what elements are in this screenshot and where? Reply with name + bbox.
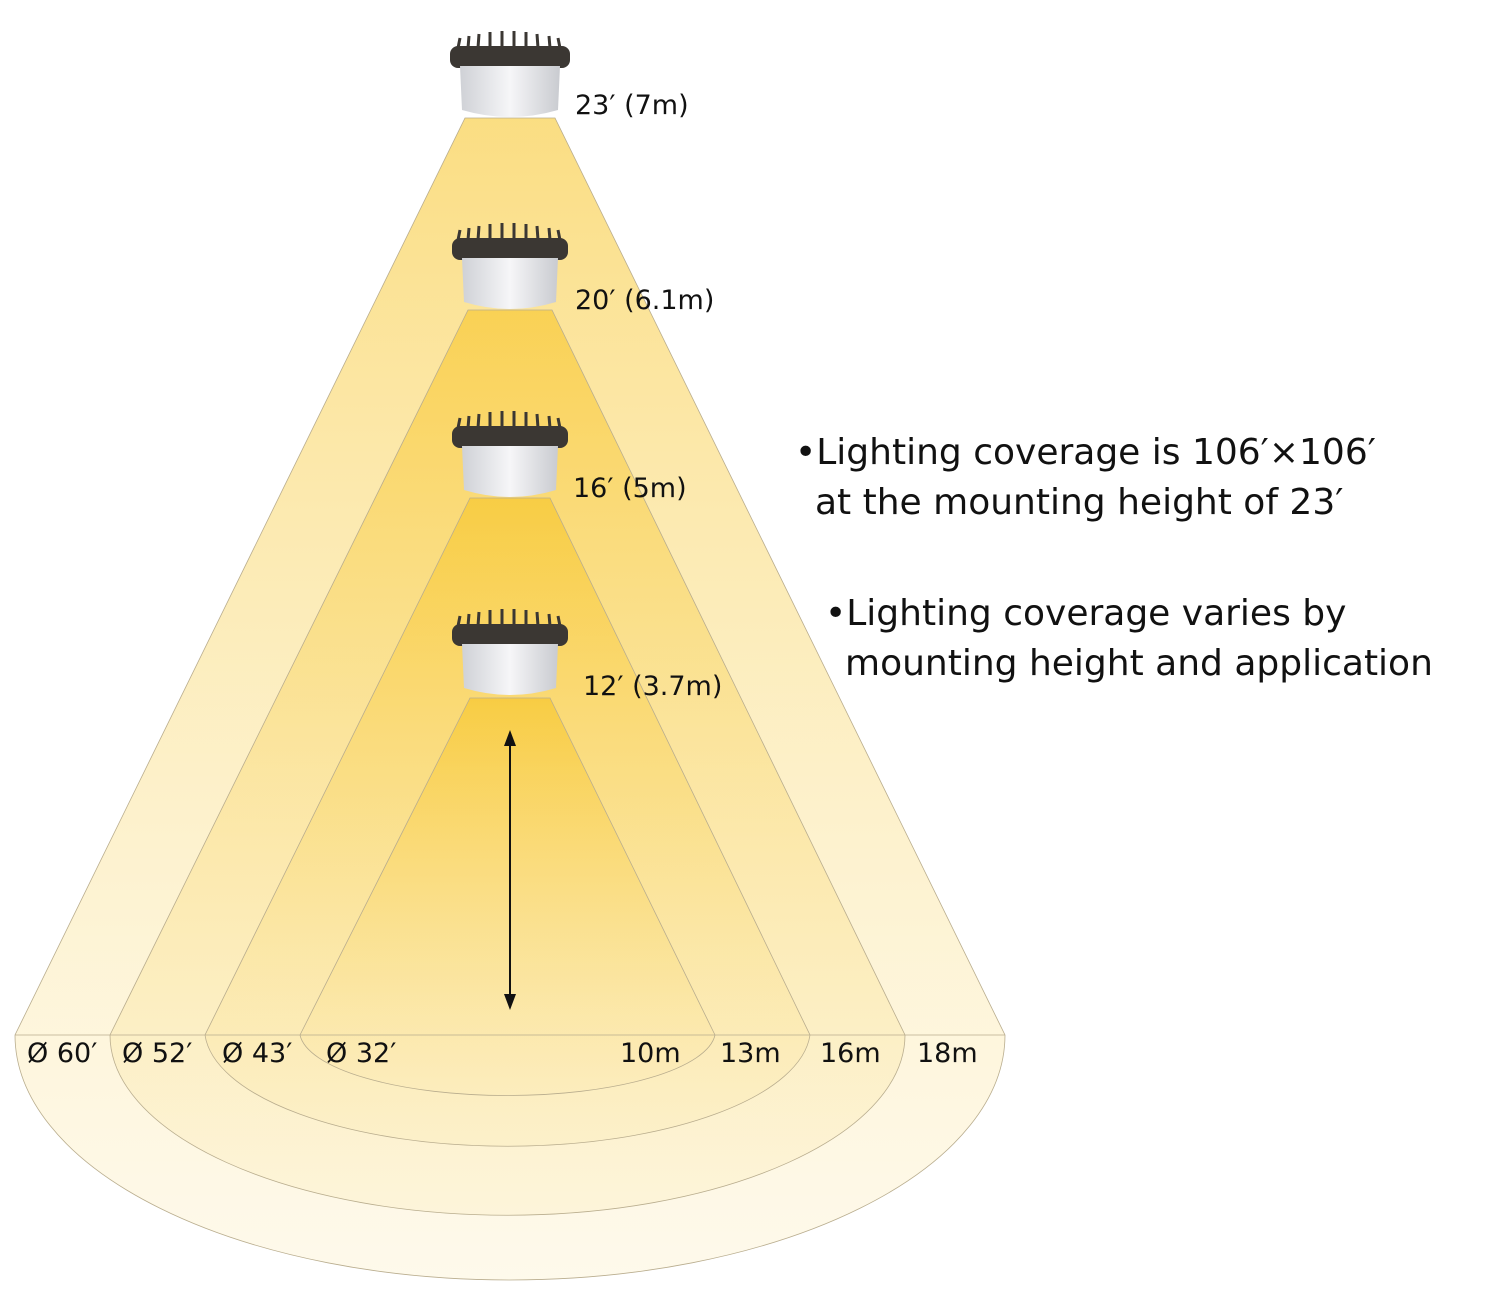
diameter-60ft: Ø 60′ <box>27 1038 98 1069</box>
note-line: Lighting coverage is 106′×106′ <box>816 432 1376 473</box>
note-line: at the mounting height of 23′ <box>815 482 1344 523</box>
diameter-52ft: Ø 52′ <box>122 1038 193 1069</box>
note-coverage: •Lighting coverage is 106′×106′ at the m… <box>795 428 1376 528</box>
diameter-16m: 16m <box>820 1038 881 1069</box>
height-label-20ft: 20′ (6.1m) <box>575 285 715 316</box>
height-label-12ft: 12′ (3.7m) <box>583 671 723 702</box>
diameter-43ft: Ø 43′ <box>222 1038 293 1069</box>
bullet: • <box>825 593 847 634</box>
height-label-16ft: 16′ (5m) <box>573 473 687 504</box>
bullet: • <box>795 432 817 473</box>
beam-12ft <box>299 697 716 1096</box>
lamp-23ft-icon <box>450 31 570 117</box>
note-line: Lighting coverage varies by <box>846 593 1347 634</box>
diameter-10m: 10m <box>620 1038 681 1069</box>
lamp-12ft-icon <box>452 609 568 695</box>
lamp-16ft-icon <box>452 411 568 497</box>
height-arrow-icon <box>504 730 516 1010</box>
diameter-32ft: Ø 32′ <box>326 1038 397 1069</box>
note-line: mounting height and application <box>845 643 1433 684</box>
note-varies: •Lighting coverage varies by mounting he… <box>825 589 1433 689</box>
diameter-18m: 18m <box>917 1038 978 1069</box>
diameter-13m: 13m <box>720 1038 781 1069</box>
lamp-20ft-icon <box>452 223 568 309</box>
height-label-23ft: 23′ (7m) <box>575 90 689 121</box>
